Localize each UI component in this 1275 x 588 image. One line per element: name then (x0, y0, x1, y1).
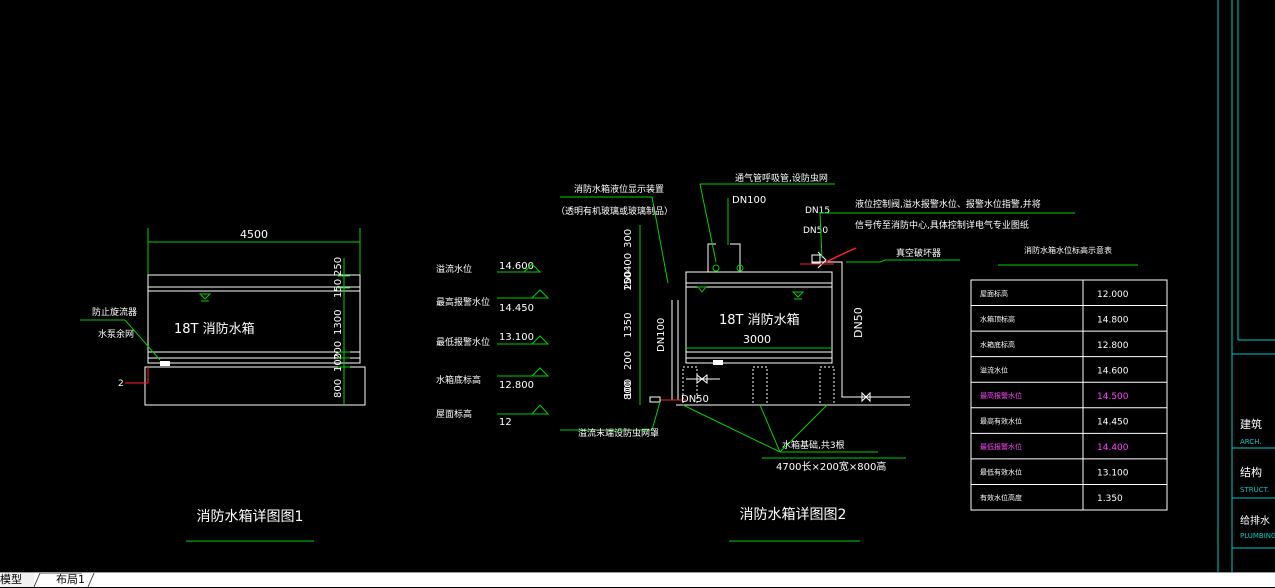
level-value-0: 14.600 (499, 261, 534, 272)
dim-v2-150: 150 (623, 272, 634, 291)
table-cell-name: 最低报警水位 (980, 442, 1022, 451)
dn15-label: DN15 (805, 206, 830, 216)
tab-layout1[interactable]: 布局1 (56, 573, 85, 586)
dim-4500: 4500 (240, 228, 268, 241)
table-cell-name: 最高报警水位 (980, 391, 1022, 400)
note-level-device: 消防水箱液位显示装置 (574, 183, 664, 195)
dim-v1-100: 100 (333, 353, 344, 372)
dn50-top: DN50 (803, 226, 828, 236)
note-control: 液位控制阀,溢水报警水位、报警水位指警,并将 (855, 198, 1041, 210)
level-name-4: 屋面标高 (436, 408, 472, 420)
dim-v2-300: 300 (623, 229, 634, 248)
dim-v1-250: 250 (333, 257, 344, 276)
level-name-2: 最低报警水位 (436, 336, 490, 348)
tb-plumb-cn: 给排水 (1240, 514, 1270, 527)
table-cell-value: 14.800 (1097, 315, 1129, 325)
level-value-2: 13.100 (499, 332, 534, 343)
dim-v2-800: 800 (623, 381, 634, 400)
note-pipe-end: 溢流末端设防虫网罩 (578, 427, 659, 439)
table-cell-name: 最高有效水位 (980, 417, 1022, 426)
dim-v2-200b: 200 (623, 351, 634, 370)
table-cell-name: 最低有效水位 (980, 468, 1022, 477)
tank-drawing-2: 18T 消防水箱 3000 300 150 400 200 1350 200 1… (556, 172, 1075, 542)
dim-v1-200: 200 (333, 341, 344, 360)
title-block: 建筑 ARCH. 结构 STRUCT. 给排水 PLUMBING (1217, 0, 1275, 572)
table-cell-name: 屋面标高 (980, 289, 1008, 298)
table-cell-name: 水箱底标高 (980, 340, 1015, 349)
tb-arch-cn: 建筑 (1240, 417, 1262, 431)
table-cell-name: 溢流水位 (980, 365, 1008, 374)
dim-v2-1350: 1350 (623, 313, 634, 338)
dim-v2-200a: 200 (623, 271, 634, 290)
tab-model[interactable]: 模型 (0, 573, 34, 587)
dn100-left: DN100 (656, 318, 667, 352)
level-marks: 溢流水位 最高报警水位 最低报警水位 水箱底标高 屋面标高 14.600 14.… (436, 261, 550, 428)
dim-3000: 3000 (743, 333, 771, 346)
table-cell-value: 1.350 (1097, 494, 1123, 504)
level-name-0: 溢流水位 (436, 263, 472, 275)
table-cell-value: 14.600 (1097, 366, 1129, 376)
pipe-tag: 2 (118, 379, 124, 389)
tb-struct-cn: 结构 (1240, 465, 1262, 479)
tab-shapes (33, 573, 95, 588)
caption-2: 消防水箱详图图2 (740, 507, 847, 523)
note-level-device-2: （透明有机玻璃或玻璃制品） (556, 205, 673, 217)
level-value-1: 14.450 (499, 303, 534, 314)
level-name-3: 水箱底标高 (436, 374, 481, 386)
note-vent: 通气管呼吸管,设防虫网 (735, 172, 828, 184)
note-vacuum: 真空破坏器 (896, 247, 941, 259)
cad-model-space[interactable]: 4500 18T 消防水箱 250 150 1300 200 100 800 (0, 0, 1275, 572)
table-cell-value: 12.000 (1097, 290, 1129, 300)
note-signal: 信号传至消防中心,具体控制详电气专业图纸 (855, 219, 1029, 231)
note-base-size: 4700长×200宽×800高 (776, 460, 886, 473)
dim-v1-800: 800 (333, 379, 344, 398)
table-rows: 屋面标高 12.000 水箱顶标高 14.800 水箱底标高 12.800 溢流水位 14.6… (971, 289, 1167, 504)
tank-label-2: 18T 消防水箱 (719, 312, 800, 328)
table-cell-value: 12.800 (1097, 341, 1129, 351)
tank-label-1: 18T 消防水箱 (174, 321, 255, 337)
dim-v2-100: 100 (623, 379, 634, 398)
note-float: 水泵余网 (98, 328, 134, 340)
table-cell-value: 14.400 (1097, 443, 1129, 453)
table-cell-value: 14.450 (1097, 418, 1129, 428)
tb-plumb-en: PLUMBING (1240, 532, 1275, 540)
level-table: 消防水箱水位标高示意表 屋面标高 12.000 水箱顶标高 14.800 水箱底标高 12… (970, 245, 1168, 511)
tb-struct-en: STRUCT. (1240, 486, 1269, 494)
dim-v2-400: 400 (623, 253, 634, 272)
table-cell-name: 水箱顶标高 (980, 314, 1015, 323)
level-value-3: 12.800 (499, 380, 534, 391)
caption-1: 消防水箱详图图1 (197, 509, 304, 525)
dn100-top: DN100 (732, 195, 766, 206)
note-vortex: 防止旋流器 (92, 306, 137, 318)
table-cell-name: 有效水位高度 (980, 493, 1022, 502)
tank-drawing-1: 4500 18T 消防水箱 250 150 1300 200 100 800 (80, 228, 366, 542)
layout-tab-bar: 模型 布局1 (0, 572, 1275, 588)
level-value-4: 12 (499, 417, 512, 428)
table-cell-value: 13.100 (1097, 469, 1129, 479)
table-cell-value: 14.500 (1097, 392, 1129, 402)
level-name-1: 最高报警水位 (436, 296, 490, 308)
table-title: 消防水箱水位标高示意表 (1024, 245, 1112, 255)
dn50-bottom: DN50 (681, 394, 709, 405)
tb-arch-en: ARCH. (1240, 438, 1262, 446)
dn50-right: DN50 (852, 307, 865, 338)
note-base: 水箱基础,共3根 (782, 439, 845, 451)
dim-v1-1300: 1300 (333, 310, 344, 335)
